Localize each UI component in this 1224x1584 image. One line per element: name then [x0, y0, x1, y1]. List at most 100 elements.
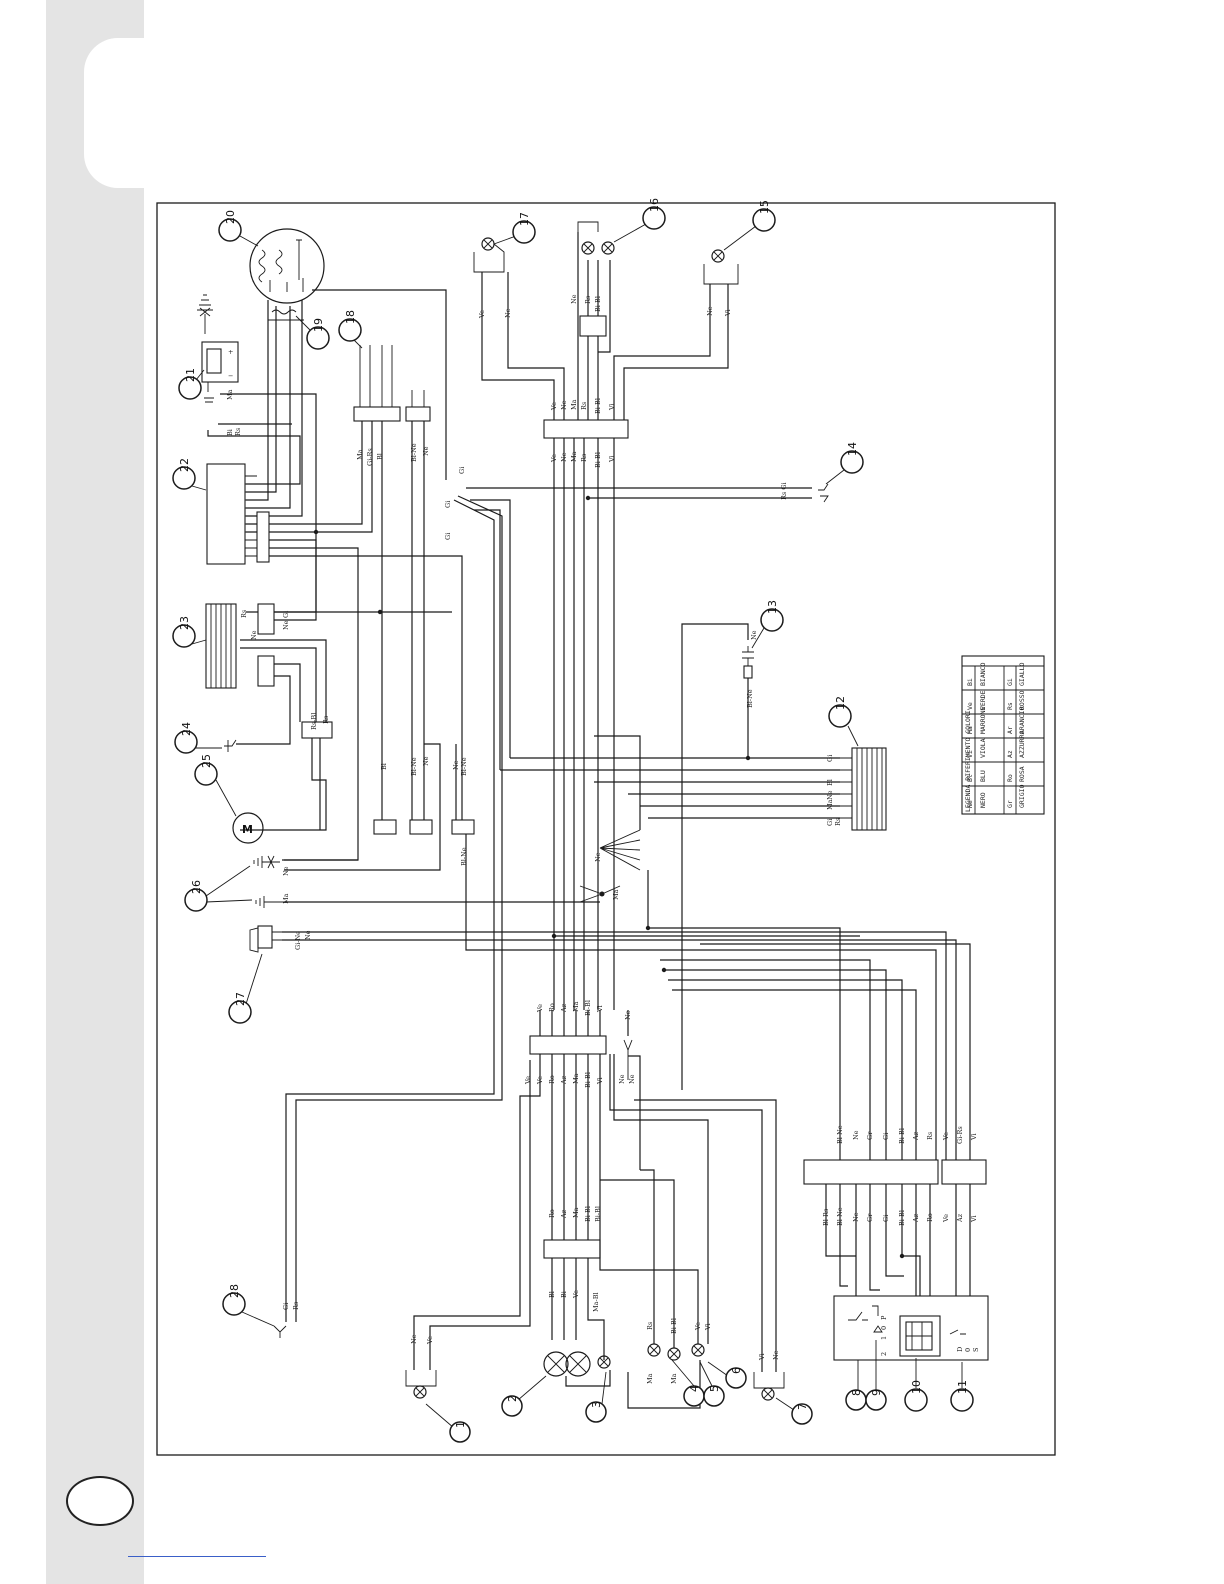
generator-20: [249, 228, 325, 304]
svg-text:Gi: Gi: [282, 1303, 290, 1310]
svg-text:Ro: Ro: [548, 1003, 556, 1012]
svg-text:Rs: Rs: [234, 428, 242, 436]
svg-text:Bl: Bl: [966, 774, 974, 782]
svg-text:Az: Az: [956, 1213, 964, 1223]
svg-text:24: 24: [180, 722, 193, 736]
svg-text:17: 17: [518, 212, 531, 226]
svg-text:Bl: Bl: [376, 453, 384, 460]
ignition-pos-s: S: [972, 1348, 980, 1352]
callout-15: 15: [723, 200, 776, 251]
svg-text:Ve: Ve: [942, 1214, 950, 1223]
svg-text:Ma: Ma: [282, 893, 290, 904]
color-legend: LEGENDA RIFERIMENTO COLORI Bi BIANCO Gi …: [961, 655, 1045, 815]
svg-text:Ma: Ma: [572, 1001, 580, 1012]
callout-7: 7: [775, 1397, 813, 1425]
svg-text:Vi: Vi: [970, 1133, 978, 1141]
svg-text:Ne: Ne: [422, 446, 430, 456]
svg-text:AZZURRO: AZZURRO: [1018, 731, 1026, 758]
svg-text:Gi-Rs: Gi-Rs: [366, 448, 374, 466]
svg-text:14: 14: [846, 442, 859, 456]
callout-16: 16: [613, 198, 666, 243]
instrument-panel-12: [840, 747, 887, 831]
svg-text:NERO: NERO: [979, 792, 987, 808]
flasher-23: [205, 603, 275, 689]
switch-24: [224, 739, 237, 752]
callout-24: 24: [174, 722, 222, 754]
svg-text:Ne: Ne: [304, 930, 312, 940]
svg-text:Gi: Gi: [826, 819, 834, 826]
svg-text:Gi: Gi: [444, 501, 452, 508]
diode-13: [742, 646, 754, 679]
svg-text:Vi: Vi: [966, 750, 974, 758]
callout-1: 1: [425, 1403, 471, 1443]
svg-text:Bi-Bl: Bi-Bl: [898, 1128, 906, 1144]
svg-text:Bl: Bl: [548, 1291, 556, 1298]
svg-text:Gi: Gi: [882, 1133, 890, 1140]
callout-19: 19: [295, 315, 330, 350]
svg-text:Ro: Ro: [548, 1209, 556, 1218]
svg-text:19: 19: [312, 318, 325, 332]
svg-text:Rs: Rs: [292, 1302, 300, 1310]
svg-text:Gi: Gi: [458, 467, 466, 474]
svg-text:7: 7: [796, 1403, 809, 1410]
footer-link-line: [128, 1556, 266, 1557]
switch-28: [273, 1325, 287, 1338]
svg-text:GRIGIO: GRIGIO: [1018, 784, 1026, 808]
svg-text:Ve: Ve: [478, 310, 486, 319]
svg-text:Bl-Ne: Bl-Ne: [460, 757, 468, 776]
callout-13: 13: [751, 600, 784, 649]
svg-text:Ve: Ve: [524, 1076, 532, 1085]
svg-text:1: 1: [454, 1421, 467, 1428]
svg-text:Ne: Ne: [282, 620, 290, 630]
svg-text:Ma: Ma: [966, 726, 974, 734]
svg-text:Ma: Ma: [570, 451, 578, 462]
svg-text:Az: Az: [560, 1209, 568, 1219]
svg-text:Ma: Ma: [646, 1373, 654, 1384]
svg-text:Bl-Ne: Bl-Ne: [460, 847, 468, 866]
lamp-4-5: [647, 1343, 705, 1361]
diagram-frame: [156, 202, 1056, 1456]
callout-10: 10: [904, 1358, 928, 1412]
svg-text:Ve: Ve: [550, 402, 558, 411]
svg-text:Az: Az: [912, 1213, 920, 1223]
page-number-oval: [66, 1476, 134, 1526]
svg-text:Gi: Gi: [1006, 678, 1014, 686]
svg-text:9: 9: [870, 1389, 883, 1396]
svg-text:Ma: Ma: [612, 889, 620, 900]
svg-text:Bl-Ne: Bl-Ne: [836, 1207, 844, 1226]
svg-text:Gr: Gr: [866, 1131, 874, 1140]
svg-text:Gi-Rs: Gi-Rs: [956, 1126, 964, 1144]
svg-text:Gr: Gr: [1006, 800, 1014, 808]
svg-text:2: 2: [506, 1395, 519, 1402]
legend-title: LEGENDA RIFERIMENTO COLORI: [964, 710, 972, 812]
svg-text:Gi: Gi: [826, 755, 834, 762]
svg-text:Ne: Ne: [750, 630, 758, 640]
lamp-7: [753, 1372, 785, 1401]
svg-text:Ve: Ve: [942, 1132, 950, 1141]
svg-text:21: 21: [184, 368, 197, 382]
svg-text:Gi: Gi: [882, 1215, 890, 1222]
svg-text:Rs: Rs: [584, 296, 592, 304]
callout-17: 17: [493, 212, 536, 245]
svg-text:Ne: Ne: [624, 1010, 632, 1020]
svg-text:Bi: Bi: [560, 1291, 568, 1298]
svg-text:Ve: Ve: [966, 702, 974, 710]
svg-text:Bi-Bl: Bi-Bl: [584, 1072, 592, 1088]
svg-text:Rs: Rs: [926, 1132, 934, 1140]
svg-text:10: 10: [910, 1380, 923, 1394]
callout-2: 2: [501, 1375, 547, 1417]
switch-14: [818, 483, 829, 503]
ignition-pos-d: D: [956, 1347, 964, 1352]
svg-text:18: 18: [344, 310, 357, 324]
svg-text:Bi-Bl: Bi-Bl: [898, 1210, 906, 1226]
svg-text:Ne: Ne: [452, 760, 460, 770]
svg-text:Vi: Vi: [724, 309, 732, 317]
connector-18: [353, 345, 431, 422]
svg-text:4: 4: [688, 1385, 701, 1392]
svg-text:Ma: Ma: [572, 1073, 580, 1084]
callout-14: 14: [825, 442, 864, 485]
svg-text:Ve: Ve: [426, 1336, 434, 1345]
callout-23: 23: [172, 616, 207, 648]
horn-27: [249, 925, 282, 953]
svg-text:Bl-Ne: Bl-Ne: [746, 689, 754, 708]
